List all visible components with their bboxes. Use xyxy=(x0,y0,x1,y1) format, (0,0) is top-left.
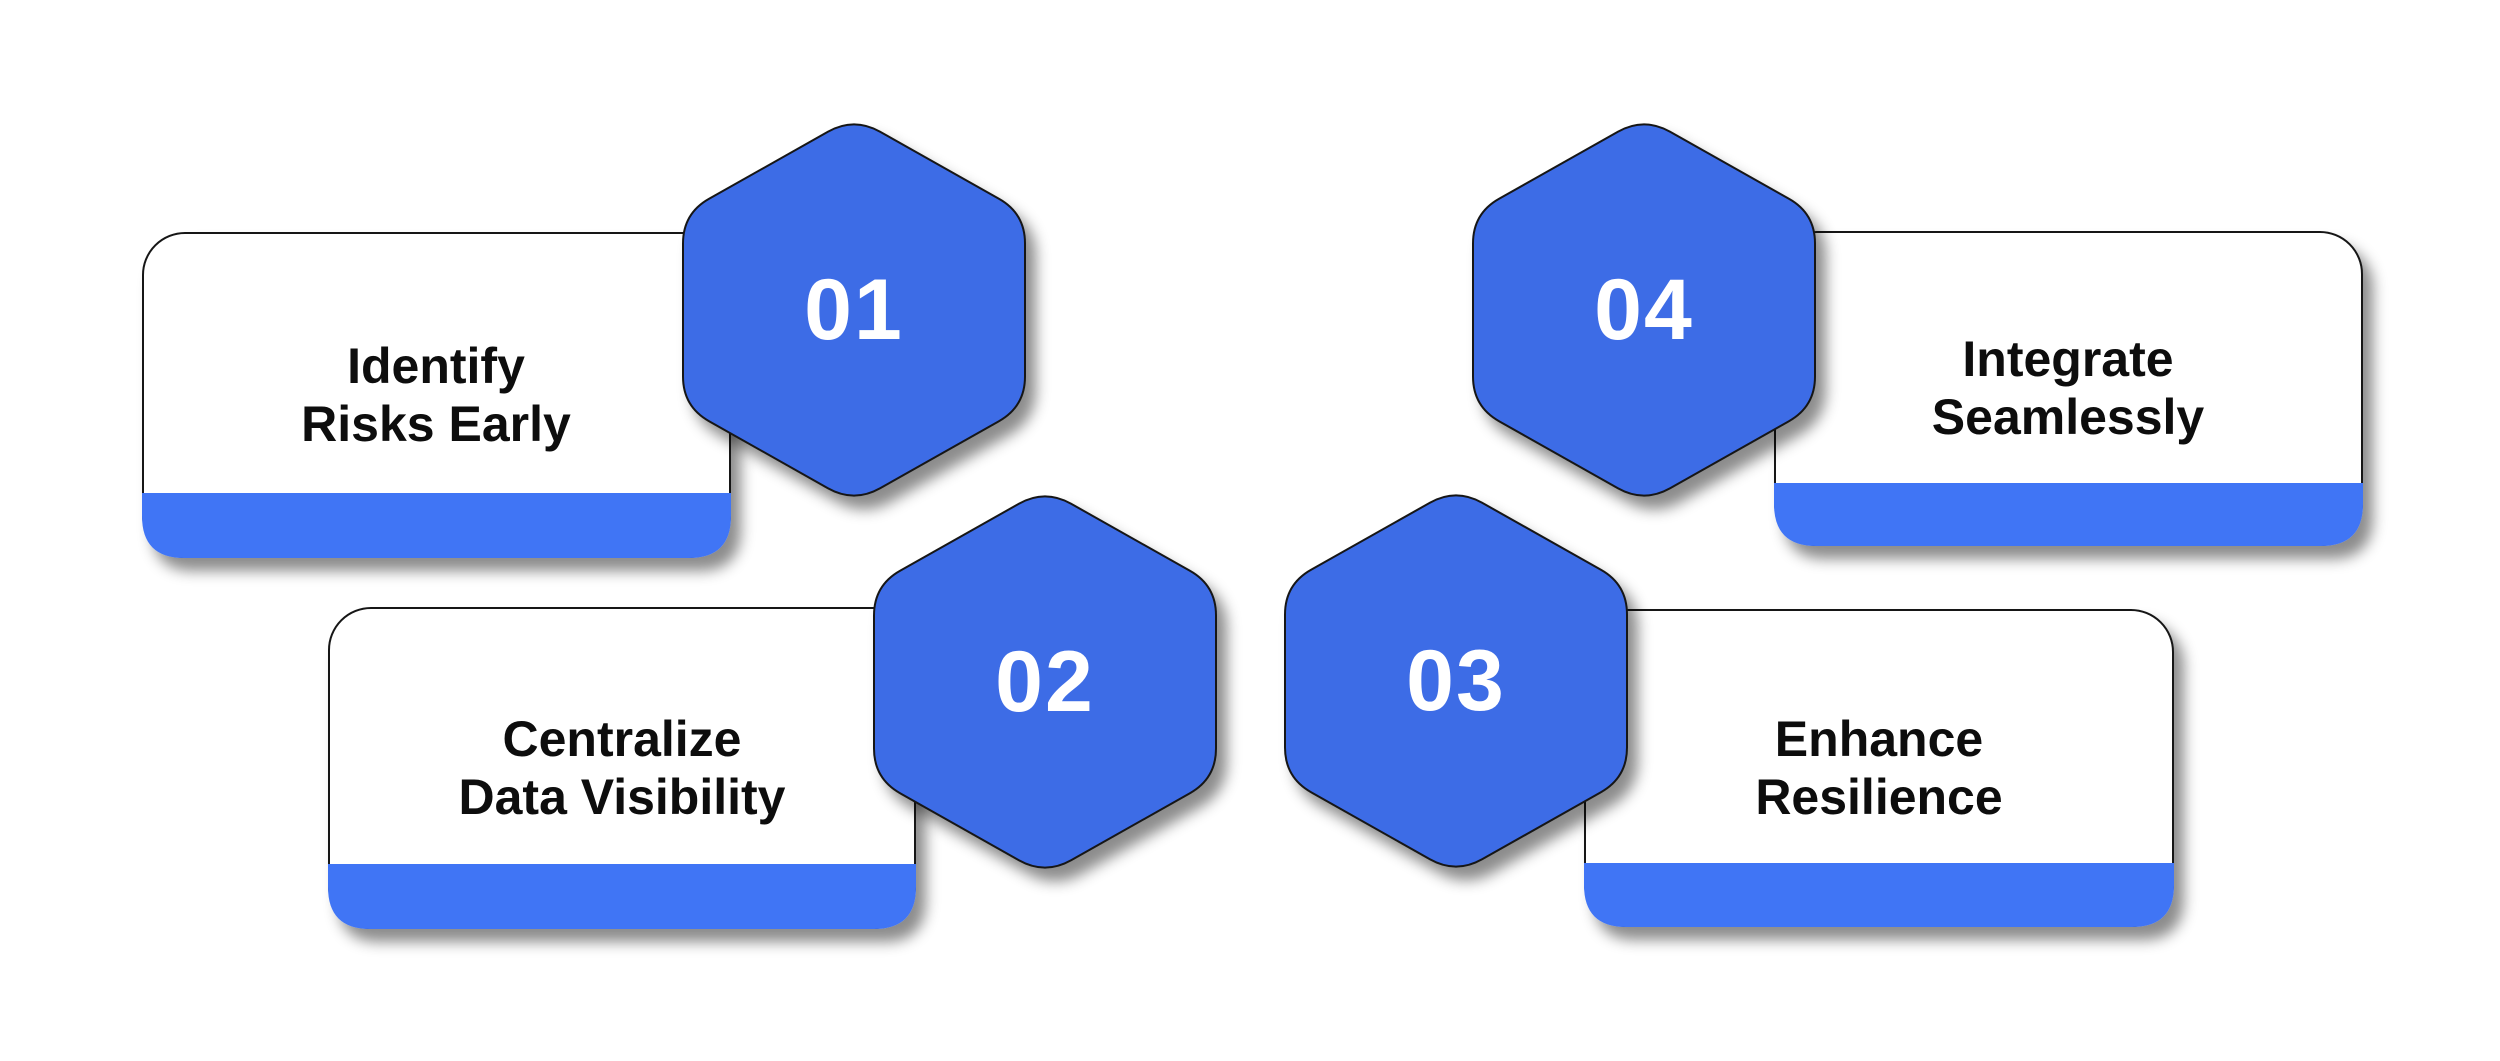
hexagon-badge-03: 03 xyxy=(1284,494,1628,868)
card-accent-strip-3 xyxy=(1584,863,2174,927)
card-title-1-line-1: Identify xyxy=(347,338,525,394)
card-accent-strip-1 xyxy=(142,493,731,558)
step-card-4: Integrate Seamlessly xyxy=(1774,231,2363,546)
step-number-03: 03 xyxy=(1406,633,1506,729)
card-title-4-line-2: Seamlessly xyxy=(1932,389,2205,445)
step-number-04: 04 xyxy=(1594,262,1694,358)
card-title-3-line-2: Resilience xyxy=(1755,769,2002,825)
card-title-2-line-1: Centralize xyxy=(503,711,742,767)
card-accent-strip-2 xyxy=(328,864,916,929)
step-number-01: 01 xyxy=(804,262,904,358)
card-accent-strip-4 xyxy=(1774,483,2363,546)
step-number-02: 02 xyxy=(995,634,1095,730)
step-card-1: Identify Risks Early xyxy=(142,232,731,558)
step-card-2: Centralize Data Visibility xyxy=(328,607,916,929)
card-title-1-line-2: Risks Early xyxy=(301,396,571,452)
card-title-3-line-1: Enhance xyxy=(1775,711,1983,767)
hexagon-badge-02: 02 xyxy=(873,495,1217,869)
card-title-4-line-1: Integrate xyxy=(1962,331,2173,387)
hexagon-badge-01: 01 xyxy=(682,123,1026,497)
step-card-3: Enhance Resilience xyxy=(1584,609,2174,927)
hexagon-badge-04: 04 xyxy=(1472,123,1816,497)
card-title-2-line-2: Data Visibility xyxy=(459,769,786,825)
